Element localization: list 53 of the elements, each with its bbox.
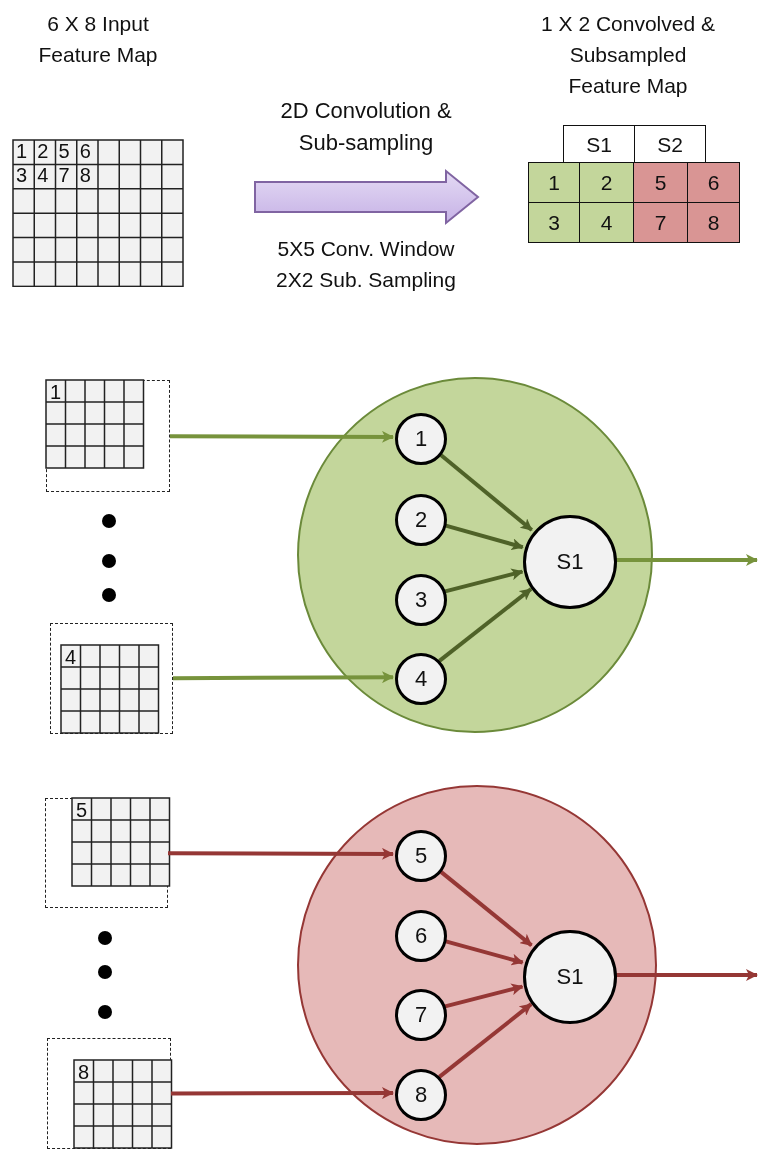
neuron: 5	[395, 830, 447, 882]
cell-number: 4	[64, 646, 77, 667]
column-header: S1	[563, 125, 635, 164]
output-neuron: S1	[523, 930, 617, 1024]
window-box	[46, 380, 170, 492]
table-cell: 6	[687, 162, 740, 203]
arrow	[170, 430, 394, 443]
neuron: 7	[395, 989, 447, 1041]
cell-number: 3	[15, 164, 28, 186]
table-cell: 2	[579, 162, 634, 203]
window-box	[50, 623, 173, 734]
neuron: 4	[395, 653, 447, 705]
table-cell: 8	[687, 202, 740, 243]
arrow	[443, 568, 524, 594]
table-cell: 7	[633, 202, 688, 243]
cell-number: 2	[36, 140, 49, 161]
cell-number: 1	[15, 140, 28, 161]
block-arrow	[254, 168, 480, 226]
window-box	[47, 1038, 171, 1149]
arrow	[173, 671, 394, 684]
table-cell: 1	[528, 162, 580, 203]
cell-number: 6	[78, 140, 91, 161]
cell-number: 8	[77, 1061, 90, 1082]
map-title: 6 X 8 Input Feature Map	[37, 11, 159, 68]
arrow	[443, 938, 524, 966]
arrow	[615, 554, 758, 566]
cell-number: 1	[49, 381, 62, 402]
cell-number: 5	[75, 799, 88, 820]
neuron: 6	[395, 910, 447, 962]
arrow	[443, 983, 524, 1009]
window-box	[45, 798, 168, 908]
table-cell: 3	[528, 202, 580, 243]
map-title: 1 X 2 Convolved & Subsampled Feature Map	[540, 11, 716, 99]
note-text: 5X5 Conv. Window 2X2 Sub. Sampling	[275, 236, 457, 293]
cell-number: 8	[78, 164, 91, 186]
arrow	[438, 1002, 533, 1079]
arrow	[438, 587, 533, 663]
neuron: 2	[395, 494, 447, 546]
arrow	[615, 969, 758, 981]
arrow	[443, 523, 524, 551]
cell-number: 4	[36, 164, 49, 186]
table-cell: 4	[579, 202, 634, 243]
arrow	[171, 1087, 394, 1100]
neuron: 3	[395, 574, 447, 626]
cell-number: 5	[57, 140, 70, 161]
table-cell: 5	[633, 162, 688, 203]
neuron: 1	[395, 413, 447, 465]
output-neuron: S1	[523, 515, 617, 609]
edge-label: 2D Convolution & Sub-sampling	[279, 97, 453, 157]
neuron: 8	[395, 1069, 447, 1121]
arrow	[168, 847, 394, 860]
cell-number: 7	[57, 164, 70, 186]
column-header: S2	[634, 125, 706, 164]
